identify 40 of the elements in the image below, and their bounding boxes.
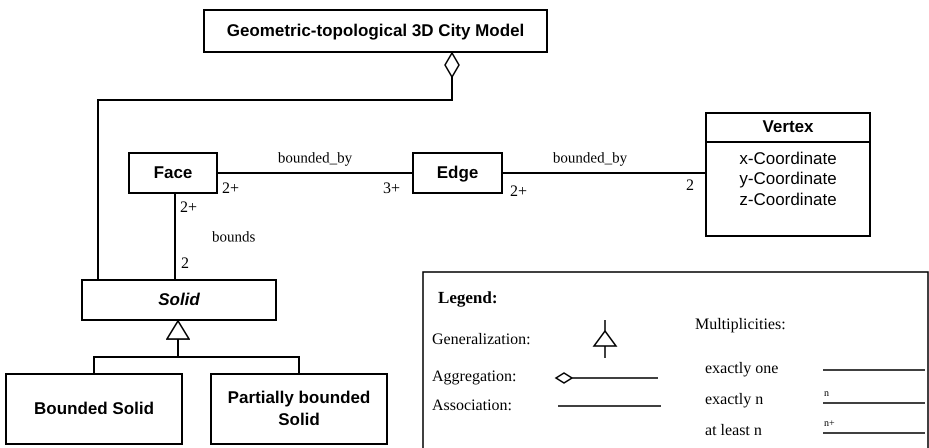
legend-heading: Multiplicities:	[695, 317, 786, 333]
class-box	[5, 373, 183, 445]
class-box	[210, 373, 388, 445]
class-box	[705, 112, 871, 237]
association-line	[174, 194, 176, 279]
attribute-text: x-Coordinate	[739, 149, 837, 170]
legend-label: Aggregation:	[432, 369, 516, 385]
legend-label: exactly one	[705, 361, 778, 377]
edge-label: bounded_by	[550, 152, 630, 166]
multiplicity-label: 2	[181, 256, 189, 272]
class-box	[128, 152, 218, 194]
multiplicity-sample-label: n	[824, 389, 829, 399]
legend-title: Legend:	[438, 289, 498, 306]
multiplicity-label: 2	[686, 178, 694, 194]
multiplicity-label: 2+	[180, 200, 198, 216]
class-name: Geometric-topological 3D City Model	[226, 20, 524, 42]
class-name: Edge	[436, 162, 478, 184]
class-name: Solid	[158, 288, 200, 311]
generalization-arrow	[166, 320, 300, 373]
aggregation-connector	[97, 52, 460, 279]
class-name: Partially bounded Solid	[226, 386, 372, 431]
multiplicity-label: 2+	[510, 184, 528, 200]
legend-label: Generalization:	[432, 332, 531, 348]
legend-label: at least n	[705, 423, 762, 439]
association-line	[503, 172, 705, 174]
multiplicity-sample-label: n+	[824, 419, 835, 429]
attribute-text: y-Coordinate	[739, 169, 837, 190]
multiplicity-label: 2+	[222, 181, 240, 197]
attribute-text: z-Coordinate	[739, 190, 837, 210]
class-box	[203, 9, 548, 53]
multiplicity-label: 3+	[383, 181, 400, 197]
class-name: Face	[154, 162, 192, 184]
edge-label: bounded_by	[276, 152, 354, 166]
class-box	[412, 152, 503, 194]
association-line	[218, 172, 412, 174]
legend-label: Association:	[432, 398, 512, 414]
legend-label: exactly n	[705, 392, 764, 408]
abstract-class-box	[81, 279, 277, 321]
class-name: Bounded Solid	[34, 398, 154, 420]
class-name: Vertex	[707, 114, 869, 144]
